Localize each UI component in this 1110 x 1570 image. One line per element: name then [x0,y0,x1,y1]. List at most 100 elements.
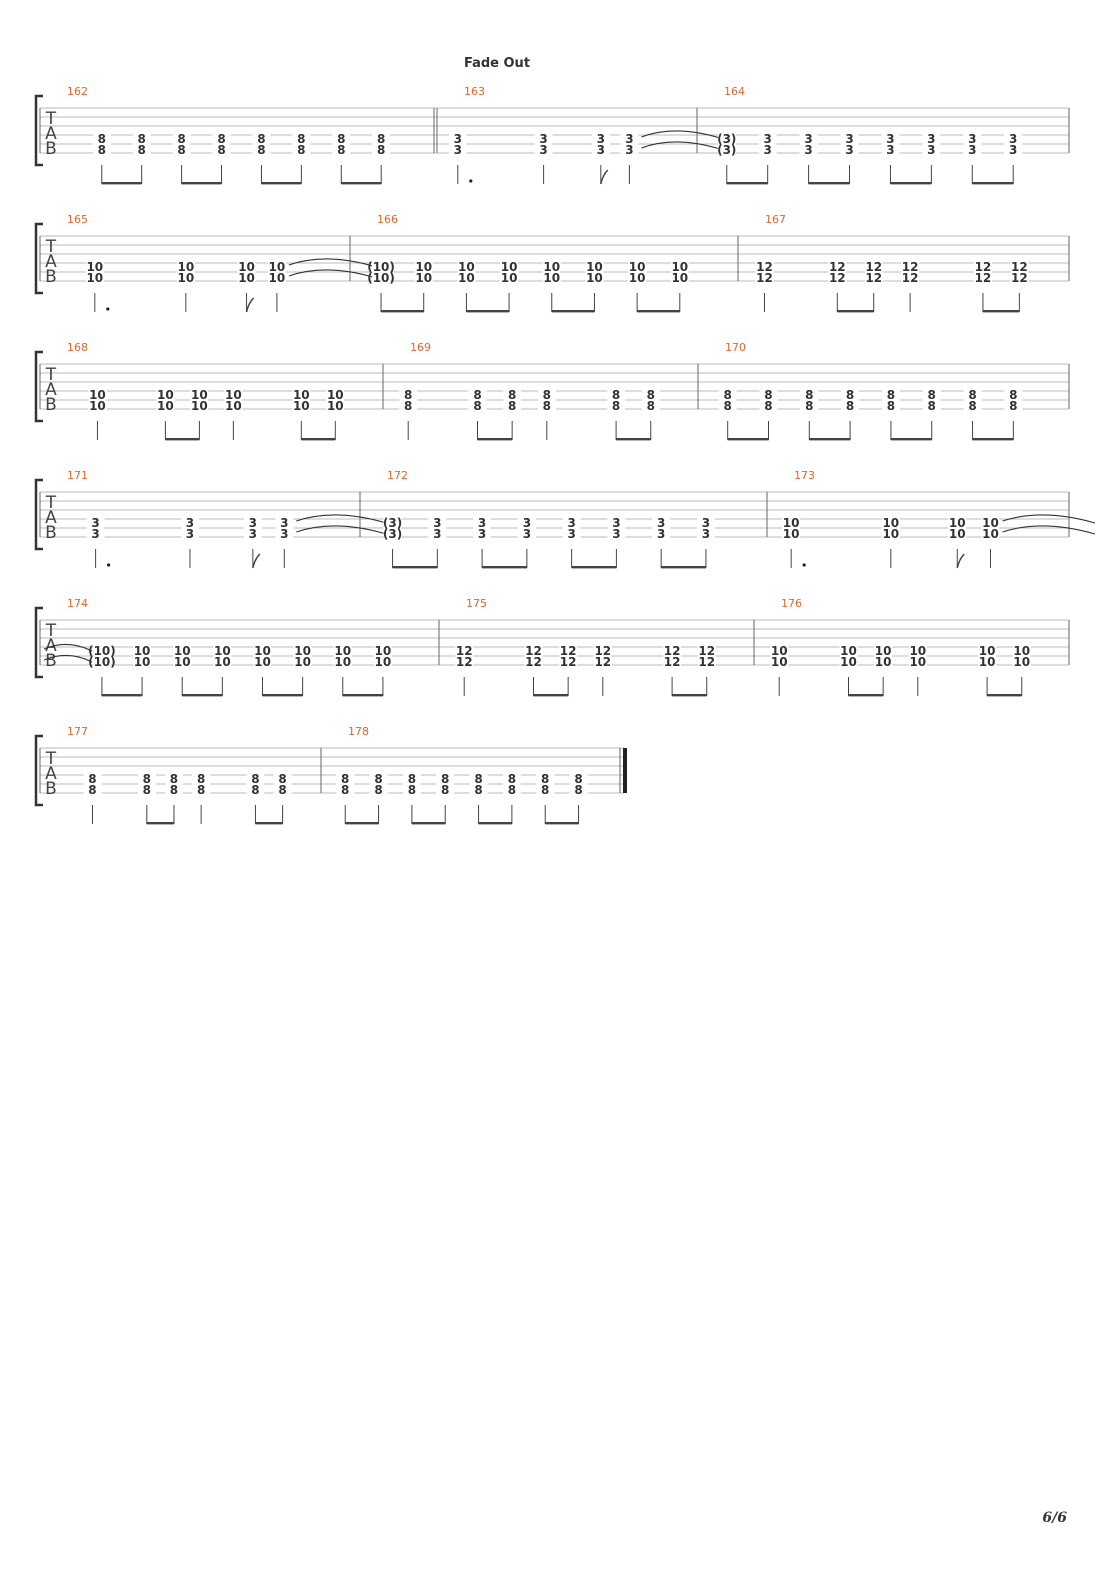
fret-mask [840,145,859,156]
measure-number: 167 [765,213,786,226]
fret-number: 12 [698,655,715,669]
fret-number: 3 [454,143,462,157]
fret-mask [696,529,715,540]
fret-number: 3 [657,527,665,541]
measure-number: 172 [387,469,408,482]
fret-mask [759,390,778,401]
fret-mask [436,785,455,796]
fret-mask [273,774,292,785]
fret-number: 10 [293,388,310,402]
beam [392,566,438,569]
fret-number: 3 [567,527,575,541]
beam [982,310,1020,313]
measure-number: 176 [781,597,802,610]
fret-mask [428,529,447,540]
fret-mask [180,518,199,529]
fret-number: 10 [327,388,344,402]
fret-mask [172,134,191,145]
fret-mask [448,145,467,156]
fret-number: 8 [337,143,345,157]
fret-number: 8 [408,772,416,786]
beat: 88 [881,388,900,440]
beat: 88 [369,772,388,824]
fret-mask [133,646,152,657]
fret-mask [86,529,105,540]
fret-number: 10 [458,260,475,274]
fret-number: 8 [441,783,449,797]
beat: 88 [502,772,521,824]
beam [182,694,223,697]
fret-mask [1010,273,1029,284]
beam [301,438,336,441]
fret-number: 8 [197,783,205,797]
fret-mask [383,518,402,529]
fret-number: 10 [327,399,344,413]
fret-number: 10 [415,260,432,274]
fret-mask [782,529,801,540]
tab-clef-letter: B [45,523,57,543]
beam [482,566,527,569]
fret-number: 8 [377,132,385,146]
beam [808,182,850,185]
beat: 33 [86,516,111,568]
beat: 33 [180,516,199,568]
fret-mask [414,262,433,273]
fret-number: 12 [1011,271,1028,285]
fret-number: 10 [979,655,996,669]
fret-mask [92,145,111,156]
beam [411,822,446,825]
fret-number: (3) [383,527,402,541]
fret-number: 3 [845,143,853,157]
fret-number: 12 [594,655,611,669]
fret-mask [973,273,992,284]
beat: 88 [402,772,421,824]
tab-clef-letter: T [45,109,57,129]
fret-number: 3 [625,132,633,146]
fret-number: 8 [98,132,106,146]
fret-number: 10 [157,388,174,402]
fret-number: 10 [294,655,311,669]
fret-mask [156,401,175,412]
fret-number: (3) [383,516,402,530]
fret-mask [176,273,195,284]
fret-number: 8 [251,783,259,797]
fret-mask [190,401,209,412]
tab-clef-letter: A [45,124,57,144]
fret-number: 8 [928,399,936,413]
beat: 88 [569,772,588,824]
fret-number: 10 [134,655,151,669]
beat: 33 [799,132,818,184]
fret-mask [663,657,682,668]
fret-mask [758,145,777,156]
fret-mask [524,646,543,657]
fret-mask [978,646,997,657]
fret-number: 3 [280,527,288,541]
fret-mask [593,657,612,668]
fret-number: 12 [975,271,992,285]
fret-mask [85,262,104,273]
fret-mask [237,273,256,284]
beat: 88 [1004,388,1023,440]
fret-mask [1010,262,1029,273]
beam [727,438,769,441]
fret-number: 8 [278,783,286,797]
tie-arc [43,654,93,663]
fret-number: 3 [597,143,605,157]
fret-mask [696,518,715,529]
fret-number: 10 [783,516,800,530]
fret-number: 3 [804,132,812,146]
fret-mask [881,518,900,529]
fret-mask [839,657,858,668]
